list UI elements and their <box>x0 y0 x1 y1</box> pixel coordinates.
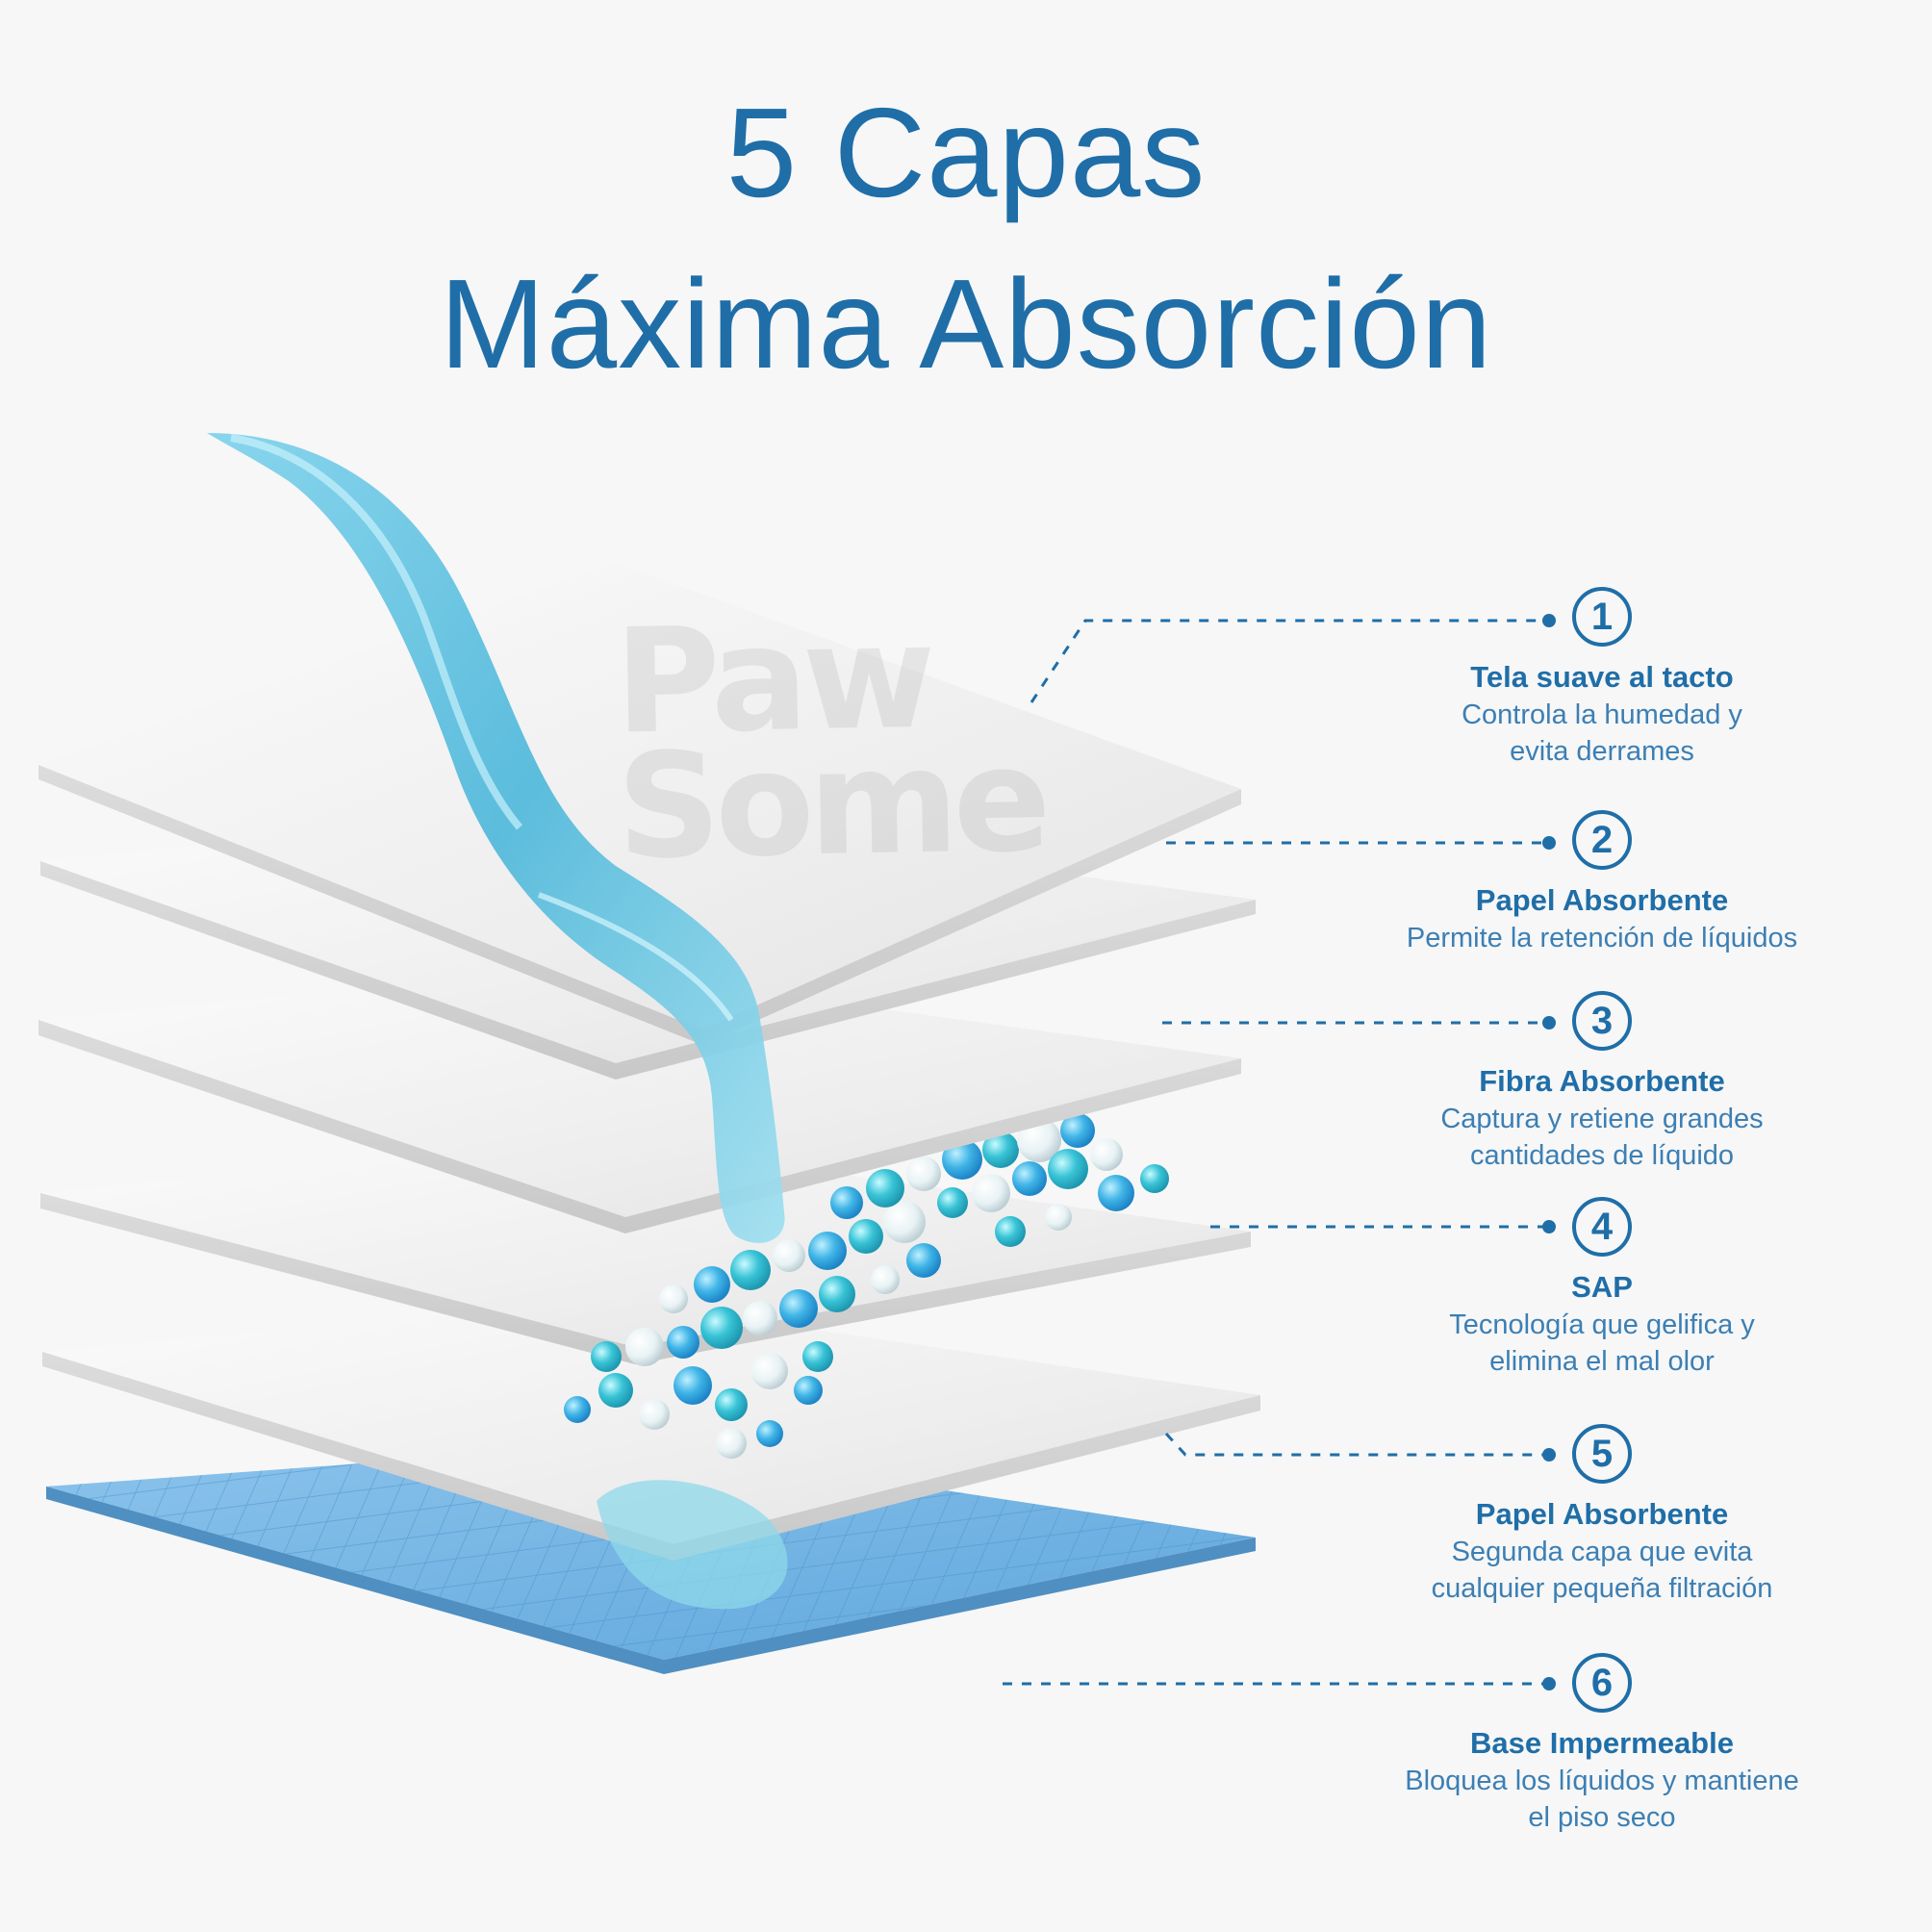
title-line-2: Máxima Absorción <box>439 253 1493 394</box>
sap-bead <box>1098 1175 1134 1211</box>
layer-number-badge: 6 <box>1572 1653 1632 1713</box>
sap-bead <box>751 1353 788 1389</box>
sap-bead <box>625 1328 664 1366</box>
watermark-line-2: Some <box>615 716 1047 892</box>
sap-bead <box>773 1239 805 1272</box>
layer-title: SAP <box>1571 1270 1633 1304</box>
layer-number-badge: 5 <box>1572 1424 1632 1484</box>
sap-bead <box>1090 1138 1123 1171</box>
layer-description: Tecnología que gelifica y <box>1449 1309 1755 1340</box>
watermark-logo: Paw Some <box>613 594 1118 892</box>
connector-dots <box>1542 614 1556 1690</box>
sap-bead <box>830 1186 863 1219</box>
layer-description: Captura y retiene grandes <box>1440 1104 1764 1134</box>
sap-bead <box>674 1366 712 1405</box>
sap-bead <box>730 1250 771 1290</box>
sap-bead <box>779 1289 818 1328</box>
layer-title: Papel Absorbente <box>1475 1497 1729 1531</box>
sap-bead <box>866 1169 904 1208</box>
sap-bead <box>1060 1113 1095 1148</box>
sap-bead <box>1017 1118 1061 1162</box>
layer-description: Segunda capa que evita <box>1451 1537 1753 1567</box>
layer-title: Tela suave al tacto <box>1470 660 1734 694</box>
sap-bead <box>659 1284 688 1313</box>
layer-number-badge: 4 <box>1572 1197 1632 1257</box>
connector-lines <box>1003 619 1544 1686</box>
sap-bead <box>982 1131 1019 1168</box>
sap-bead <box>639 1399 670 1430</box>
sap-bead <box>906 1243 941 1278</box>
layer-description: Bloquea los líquidos y mantiene <box>1405 1766 1799 1796</box>
layer-title: Papel Absorbente <box>1475 883 1729 917</box>
sap-bead <box>598 1373 633 1408</box>
layer-description: Controla la humedad y <box>1462 699 1742 730</box>
layer-description: evita derrames <box>1510 736 1694 767</box>
sap-bead <box>700 1307 743 1349</box>
sap-bead <box>937 1187 968 1218</box>
layer-title: Fibra Absorbente <box>1479 1064 1725 1098</box>
sap-bead <box>694 1266 730 1303</box>
layer-description: el piso seco <box>1528 1802 1676 1833</box>
layer-number-badge: 3 <box>1572 991 1632 1051</box>
sap-bead <box>715 1388 748 1421</box>
page-title: 5 Capas Máxima Absorción <box>0 67 1932 410</box>
sap-bead <box>667 1326 699 1359</box>
layer-description: Permite la retención de líquidos <box>1406 923 1798 953</box>
sap-bead <box>871 1265 900 1294</box>
liquid-stream <box>207 433 785 1243</box>
layer-1-sheet <box>38 563 1241 1045</box>
sap-bead <box>849 1219 883 1254</box>
sap-bead <box>1048 1149 1088 1189</box>
sap-beads <box>564 1113 1169 1459</box>
sap-bead <box>1012 1161 1047 1196</box>
sap-bead <box>756 1420 783 1447</box>
gel-blob <box>597 1480 788 1610</box>
layer-3-sheet <box>38 967 1241 1233</box>
sap-bead <box>972 1174 1010 1212</box>
sap-bead <box>808 1232 847 1270</box>
layer-description: cantidades de líquido <box>1469 1140 1735 1171</box>
sap-bead <box>906 1157 941 1191</box>
sap-bead <box>743 1301 777 1335</box>
sap-bead <box>794 1376 823 1405</box>
sap-bead <box>819 1276 855 1312</box>
sap-bead <box>995 1216 1026 1247</box>
sap-bead <box>1140 1164 1169 1193</box>
sap-bead <box>564 1396 591 1423</box>
sap-bead <box>716 1428 747 1459</box>
sap-bead <box>591 1341 622 1372</box>
layer-title: Base Impermeable <box>1470 1726 1734 1760</box>
layer-description: cualquier pequeña filtración <box>1431 1573 1773 1604</box>
layer-number-badge: 2 <box>1572 810 1632 870</box>
sap-bead <box>802 1341 833 1372</box>
sap-bead <box>1045 1204 1072 1231</box>
sap-bead <box>883 1201 926 1243</box>
title-line-1: 5 Capas <box>725 82 1207 223</box>
layer-number-badge: 1 <box>1572 587 1632 647</box>
layer-description: elimina el mal olor <box>1489 1346 1715 1377</box>
sap-bead <box>942 1139 982 1180</box>
